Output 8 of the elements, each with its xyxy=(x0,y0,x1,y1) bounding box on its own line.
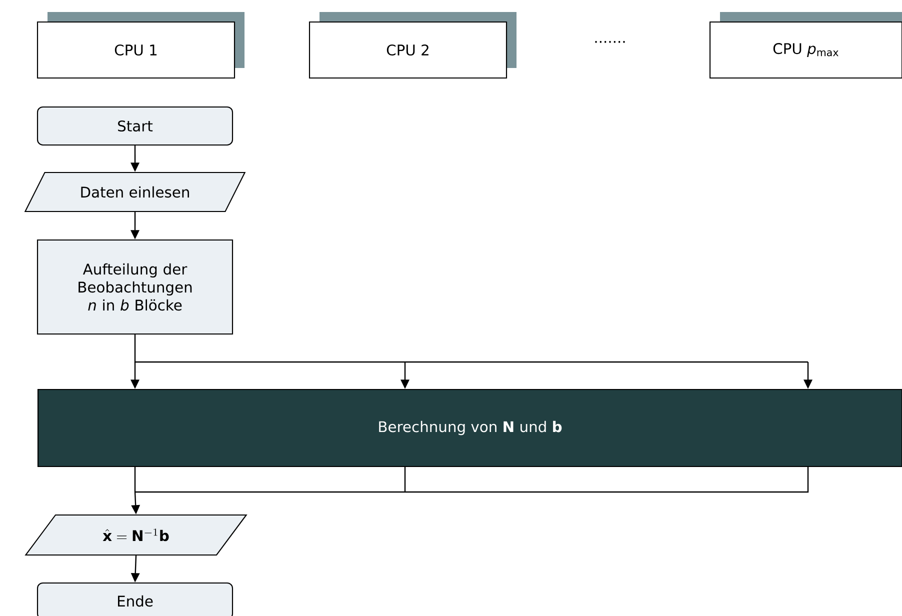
computation-bar: Berechnung von N und b xyxy=(37,388,902,468)
process-box: Aufteilung der Beobachtungen n in b Blöcke xyxy=(36,239,234,335)
ellipsis-dots: ······· xyxy=(595,41,625,43)
terminal-box: Start xyxy=(36,106,234,146)
cpu-box: CPU 2 xyxy=(308,12,516,79)
cpu-box: CPU 1 xyxy=(36,12,244,79)
terminal-box: Ende xyxy=(36,582,234,616)
cpu-box: CPU p$_{max}$ xyxy=(709,12,902,79)
